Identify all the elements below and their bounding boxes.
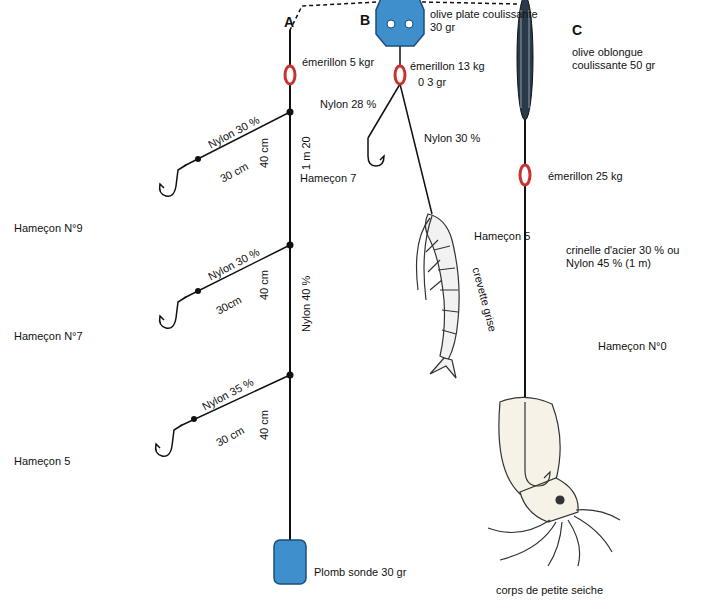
swivel xyxy=(395,66,405,84)
hook-label: Hameçon 5 xyxy=(474,230,530,243)
squid xyxy=(488,397,620,566)
squid-head xyxy=(520,478,578,522)
hook-label: Hameçon N°7 xyxy=(14,330,83,343)
part-label: 0 3 gr xyxy=(418,76,446,89)
part-label: olive oblongue coulissante 50 gr xyxy=(572,46,697,72)
hook xyxy=(156,425,182,456)
knot xyxy=(195,156,201,162)
bait-label: corps de petite seiche xyxy=(496,584,603,597)
knot xyxy=(195,288,201,294)
hook-label: Hameçon N°0 xyxy=(598,340,667,353)
hook xyxy=(525,402,550,486)
line-label: Nylon 30 % xyxy=(206,114,262,152)
hook xyxy=(368,138,384,166)
squid-tentacles xyxy=(488,510,620,566)
knot xyxy=(287,109,294,116)
shrimp-tail xyxy=(430,358,456,378)
hook-label: Hameçon 5 xyxy=(14,455,70,468)
hook-label: Hameçon 7 xyxy=(300,172,356,185)
length-label: 1 m 20 xyxy=(300,136,313,170)
shrimp-segments xyxy=(434,246,458,334)
swivel xyxy=(520,165,530,185)
part-label: émerillon 13 kg xyxy=(410,60,485,73)
rig-letter: C xyxy=(572,22,582,39)
shrimp-antenna xyxy=(417,216,443,300)
sinker xyxy=(274,540,306,584)
squid-eye xyxy=(556,496,564,504)
shrimp-body xyxy=(425,214,459,360)
shrimp xyxy=(417,214,460,378)
bait-label: crevette grise xyxy=(469,266,499,333)
part-label: émerillon 25 kg xyxy=(548,170,623,183)
hook-label: Hameçon N°9 xyxy=(14,222,83,235)
knot xyxy=(287,372,294,379)
length-label: 30cm xyxy=(214,293,244,317)
length-label: 30 cm xyxy=(218,160,251,186)
knot xyxy=(287,242,294,249)
line-label: Nylon 30 % xyxy=(206,246,262,284)
length-label: 30 cm xyxy=(214,424,247,450)
line-label: Nylon 28 % xyxy=(320,98,376,111)
line-label: Nylon 40 % xyxy=(300,276,313,332)
main-line xyxy=(289,30,291,542)
olive-hole xyxy=(387,20,395,28)
hook xyxy=(160,297,186,328)
flat-olive xyxy=(376,0,424,46)
line-label: Nylon 30 % xyxy=(424,132,480,145)
rig-letter: B xyxy=(360,12,370,29)
main-line xyxy=(524,118,526,402)
part-label: olive plate coulissante 30 gr xyxy=(430,8,550,34)
line-label: crinelle d'acier 30 % ou Nylon 45 % (1 m… xyxy=(566,244,696,270)
rig-letter: A xyxy=(284,14,294,31)
part-label: émerillon 5 kgr xyxy=(302,56,374,69)
olive-hole xyxy=(405,20,413,28)
length-label: 40 cm xyxy=(258,410,271,440)
knot xyxy=(191,416,197,422)
swivel xyxy=(285,66,295,84)
part-label: Plomb sonde 30 gr xyxy=(314,566,406,579)
length-label: 40 cm xyxy=(258,138,271,168)
hook xyxy=(160,0,290,196)
branch-line xyxy=(180,112,290,426)
length-label: 40 cm xyxy=(258,270,271,300)
olive-groove xyxy=(521,10,529,108)
